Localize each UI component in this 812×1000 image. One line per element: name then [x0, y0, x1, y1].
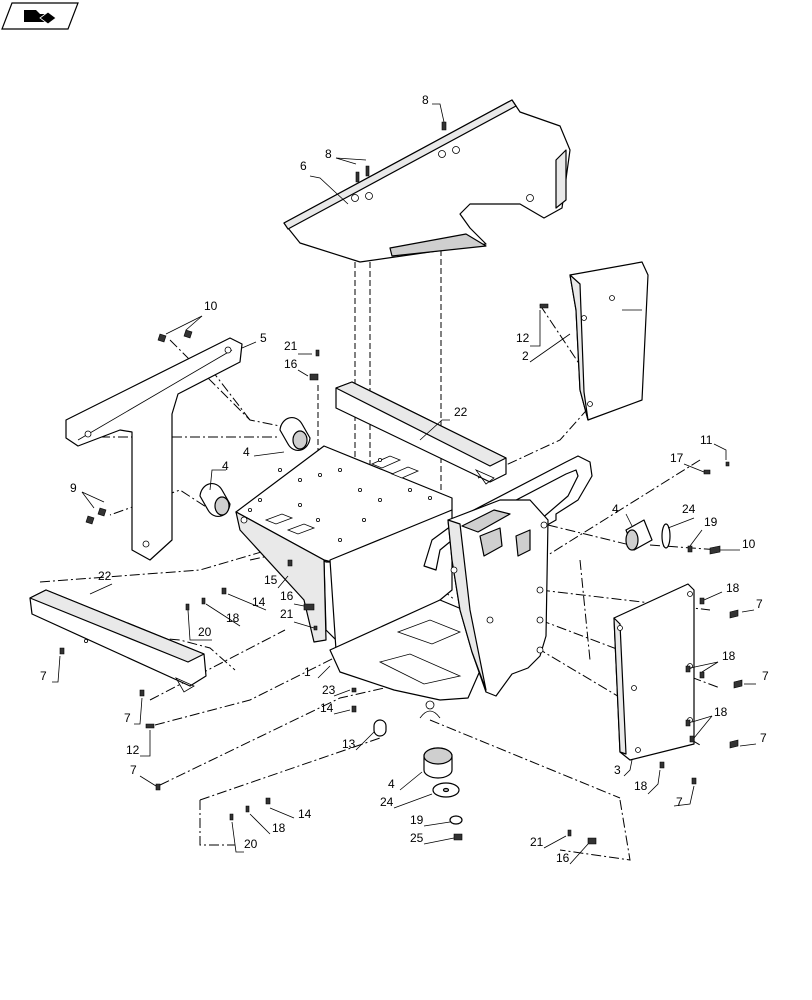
grab-handle-assembly — [423, 455, 593, 697]
callout-21: 21 — [284, 339, 298, 353]
callout-25: 25 — [410, 831, 424, 845]
part-1-main-frame — [235, 445, 501, 719]
part-2-side-panel — [569, 261, 649, 421]
callout-16: 16 — [280, 589, 294, 603]
navigation-icon[interactable] — [1, 2, 79, 30]
callout-16: 16 — [284, 357, 298, 371]
part-6-top-cover — [283, 99, 571, 263]
part-5-bracket — [65, 337, 243, 561]
callout-16: 16 — [556, 851, 570, 865]
callout-9: 9 — [70, 481, 77, 495]
callout-18: 18 — [722, 649, 736, 663]
callout-20: 20 — [244, 837, 258, 851]
callout-19: 19 — [704, 515, 718, 529]
callout-7: 7 — [756, 597, 763, 611]
callout-18: 18 — [272, 821, 286, 835]
callout-15: 15 — [264, 573, 278, 587]
callout-1: 1 — [304, 665, 311, 679]
part-4-isolator-upper — [199, 417, 671, 551]
callout-23: 23 — [322, 683, 336, 697]
part-4-isolator-lower — [373, 719, 463, 841]
callout-19: 19 — [410, 813, 424, 827]
callout-22: 22 — [454, 405, 468, 419]
callout-11: 11 — [700, 433, 713, 447]
callout-18: 18 — [634, 779, 648, 793]
part-3-cover-plate — [613, 583, 695, 761]
callout-21: 21 — [280, 607, 294, 621]
callout-12: 12 — [126, 743, 140, 757]
callout-7: 7 — [760, 731, 767, 745]
callout-4: 4 — [388, 777, 395, 791]
callout-8: 8 — [325, 147, 332, 161]
callout-24: 24 — [380, 795, 394, 809]
part-22-lower-bumper — [29, 589, 207, 693]
callout-21: 21 — [530, 835, 544, 849]
callout-7: 7 — [124, 711, 131, 725]
leader-lines — [52, 103, 757, 865]
callout-4: 4 — [222, 459, 229, 473]
callout-6: 6 — [300, 159, 307, 173]
callout-14: 14 — [252, 595, 266, 609]
callout-4: 4 — [612, 502, 619, 516]
callout-12: 12 — [516, 331, 530, 345]
callout-4: 4 — [243, 445, 250, 459]
callout-7: 7 — [676, 795, 683, 809]
callout-7: 7 — [762, 669, 769, 683]
hardware — [59, 121, 743, 845]
callout-10: 10 — [204, 299, 218, 313]
callout-18: 18 — [726, 581, 740, 595]
callout-18: 18 — [226, 611, 240, 625]
part-22-upper-bumper — [335, 381, 507, 485]
callout-22: 22 — [98, 569, 112, 583]
callout-17: 17 — [670, 451, 684, 465]
callout-5: 5 — [260, 331, 267, 345]
callout-20: 20 — [198, 625, 212, 639]
callout-8: 8 — [422, 93, 429, 107]
callout-7: 7 — [130, 763, 137, 777]
callout-3: 3 — [614, 763, 621, 777]
callout-14: 14 — [298, 807, 312, 821]
callout-14: 14 — [320, 701, 334, 715]
callout-2: 2 — [522, 349, 529, 363]
callout-13: 13 — [342, 737, 356, 751]
callout-18: 18 — [714, 705, 728, 719]
callout-7: 7 — [40, 669, 47, 683]
callout-24: 24 — [682, 502, 696, 516]
callout-10: 10 — [742, 537, 756, 551]
